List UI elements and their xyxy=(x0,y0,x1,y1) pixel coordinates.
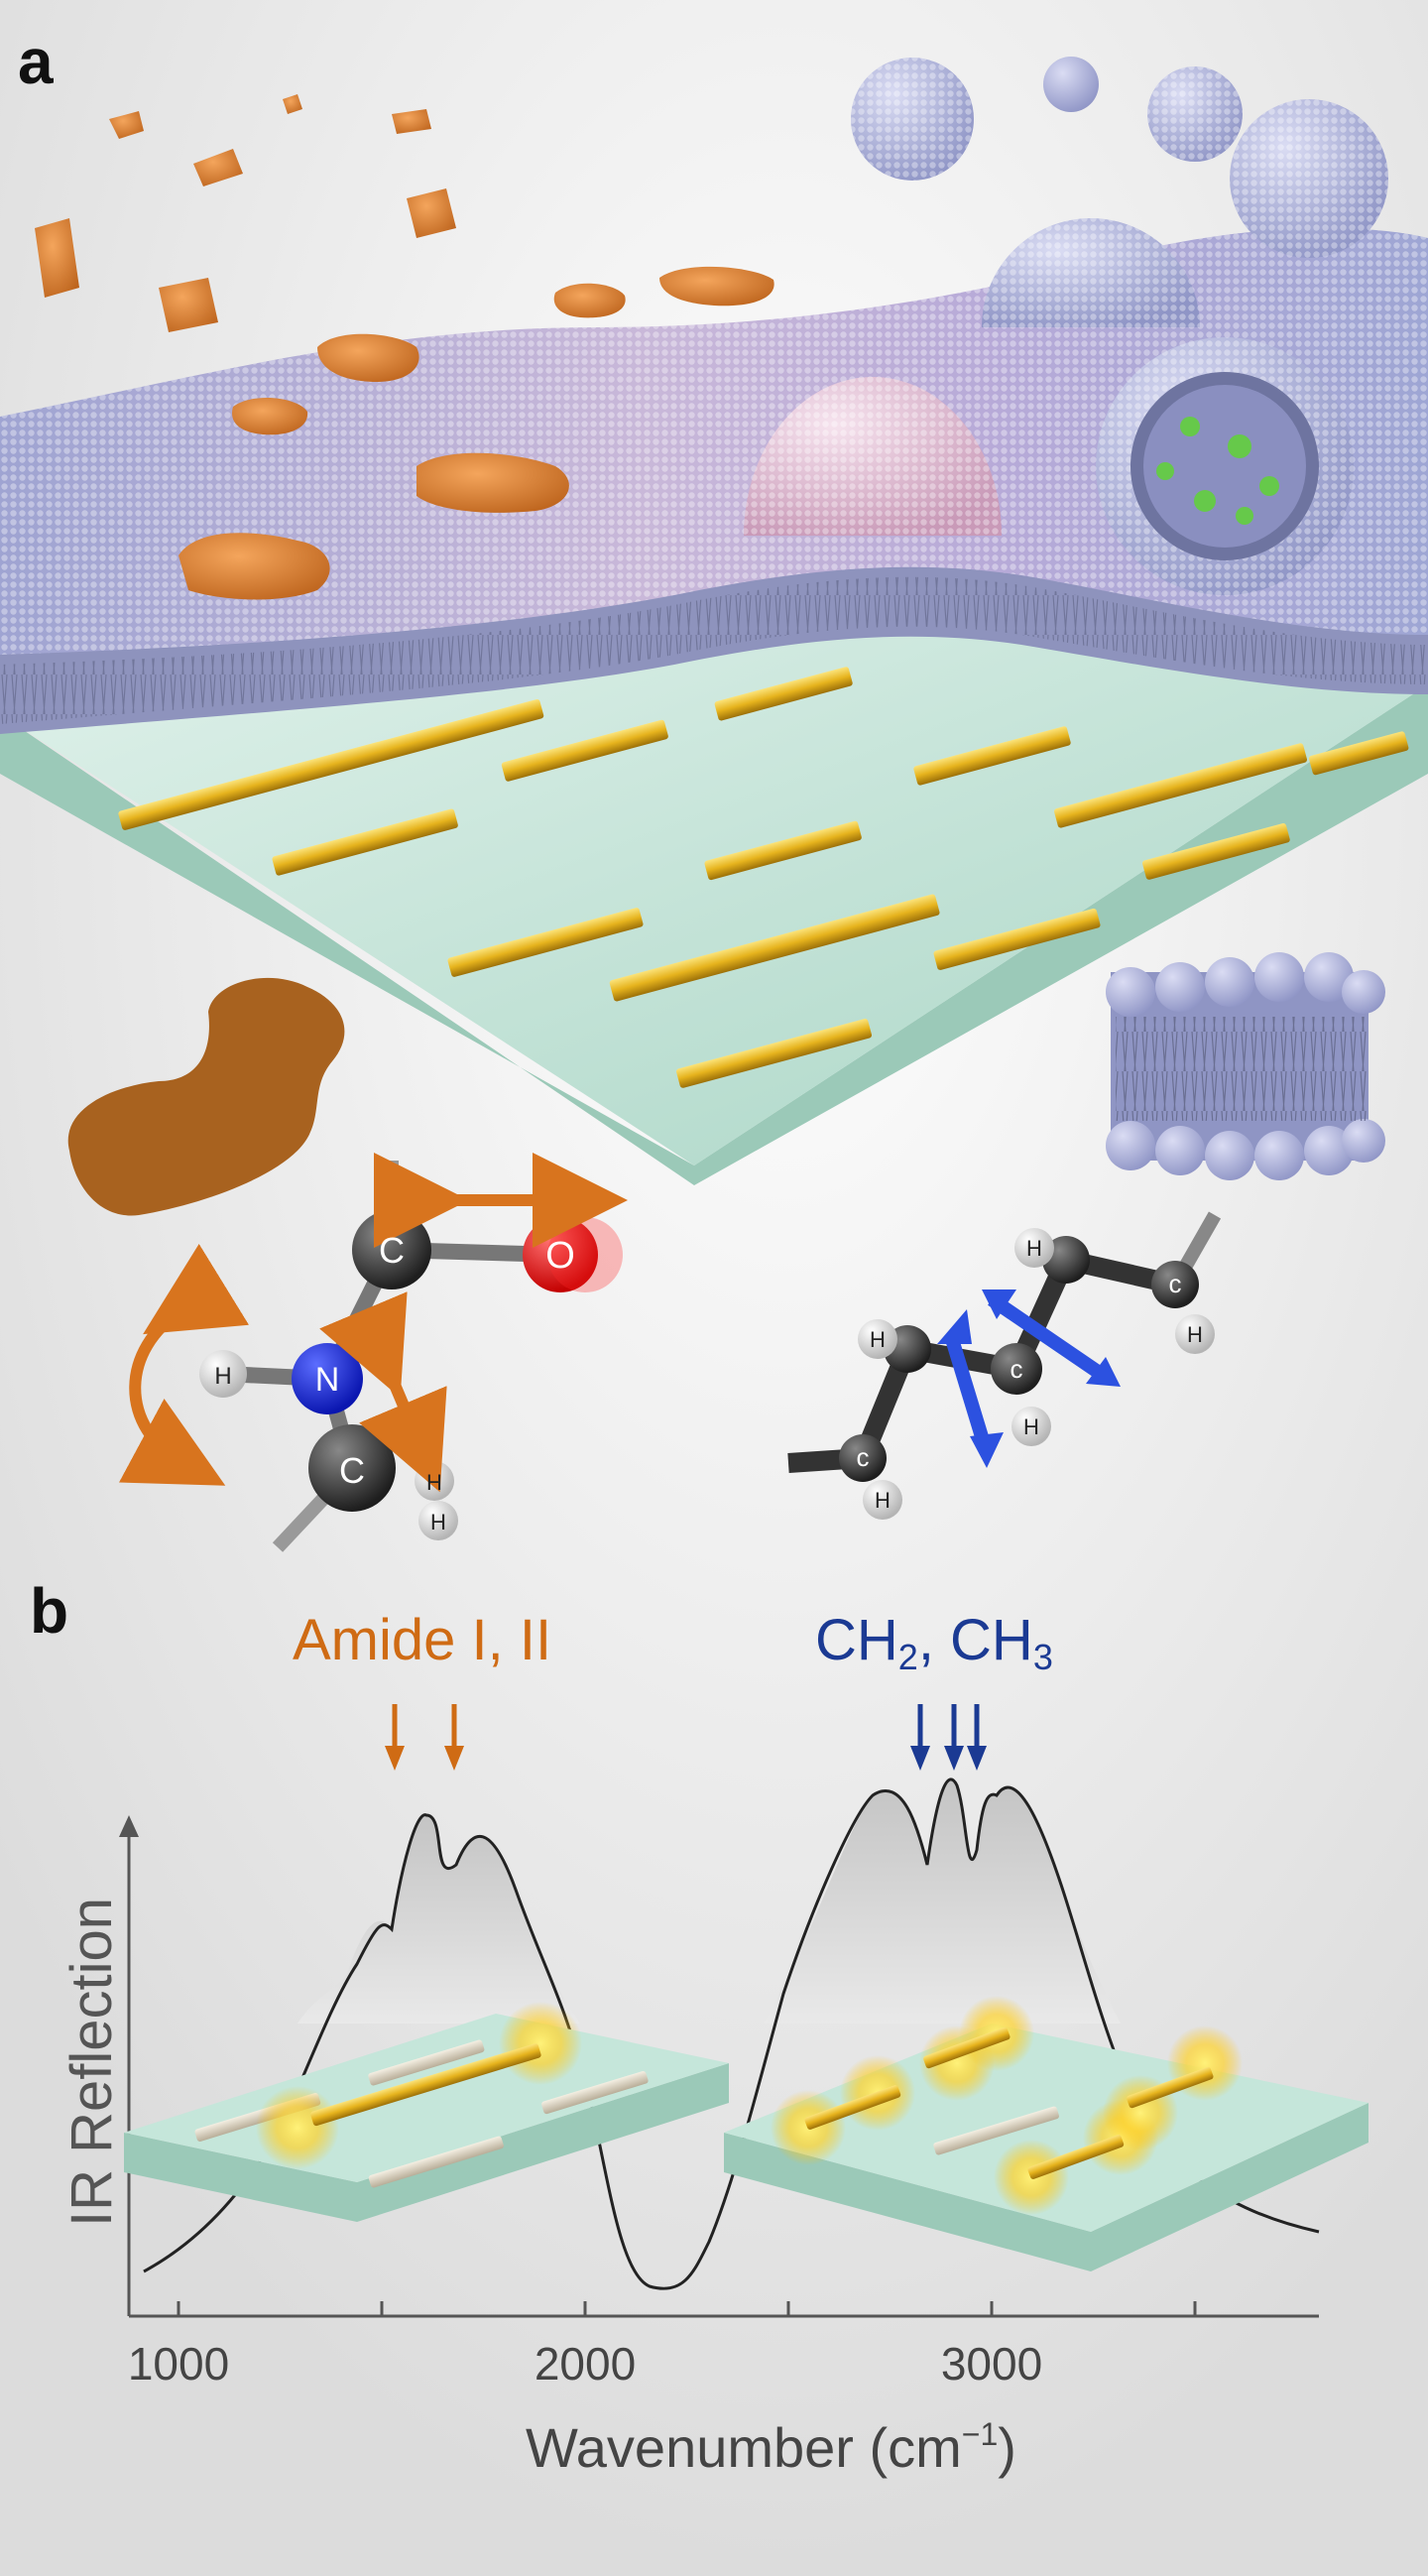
ch-label-prefix: CH xyxy=(815,1608,898,1672)
atom-label-nitrogen: N xyxy=(315,1361,340,1399)
atom-label-carbon: c xyxy=(1169,1269,1182,1298)
atom-label-hydrogen: H xyxy=(1187,1322,1203,1347)
ch-label-sub3: 3 xyxy=(1032,1637,1053,1677)
atom-label-carbon: c xyxy=(1011,1354,1023,1384)
atom-label-oxygen: O xyxy=(545,1235,575,1277)
atom-label-hydrogen: H xyxy=(875,1488,891,1513)
amide-arrows xyxy=(385,1704,464,1771)
protein-large xyxy=(67,977,345,1216)
x-axis-label: Wavenumber (cm−1) xyxy=(526,2418,1016,2476)
x-axis-label-exponent: −1 xyxy=(961,2416,999,2452)
y-axis-label: IR Reflection xyxy=(60,1897,124,2227)
nanoantenna-array xyxy=(118,667,1409,1088)
x-tick-label: 2000 xyxy=(534,2338,637,2390)
x-tick-label: 3000 xyxy=(940,2338,1043,2390)
atom-label-hydrogen: H xyxy=(426,1470,442,1495)
atom-label-hydrogen: H xyxy=(214,1363,231,1390)
inset-substrate-amide xyxy=(124,2002,729,2222)
x-tick-label: 1000 xyxy=(127,2338,230,2390)
ch-label: CH2, CH3 xyxy=(815,1612,1053,1675)
atom-label-hydrogen: H xyxy=(870,1327,886,1352)
atom-label-hydrogen: H xyxy=(430,1510,446,1534)
x-axis-label-close: ) xyxy=(998,2416,1016,2479)
amide-molecule xyxy=(118,1153,628,1552)
ch-label-sub2: 2 xyxy=(897,1637,918,1677)
spectrum-axes xyxy=(119,1815,1319,2318)
lipid-bilayer-cube xyxy=(1106,952,1385,1180)
atom-label-hydrogen: H xyxy=(1026,1236,1042,1261)
atom-label-carbon: c xyxy=(857,1442,870,1472)
atom-label-carbon-methyl: C xyxy=(339,1450,365,1491)
inset-substrate-ch xyxy=(724,1996,1368,2271)
x-axis-label-text: Wavenumber (cm xyxy=(526,2416,962,2479)
spectrum-curve xyxy=(143,1778,1320,2290)
atom-label-hydrogen: H xyxy=(1023,1414,1039,1439)
ch-label-separator: , CH xyxy=(917,1608,1033,1672)
hydrocarbon-molecule xyxy=(787,1211,1222,1520)
ch-arrows xyxy=(910,1704,987,1771)
protein-clusters xyxy=(35,94,774,600)
vesicles xyxy=(744,57,1388,595)
panel-letter-a: a xyxy=(18,26,54,97)
atom-labels: C O N C H H H c c c H H H H H xyxy=(214,1230,1203,1534)
panel-letter-b: b xyxy=(30,1575,69,1647)
atom-label-carbon: C xyxy=(379,1230,405,1271)
amide-label: Amide I, II xyxy=(293,1608,552,1672)
